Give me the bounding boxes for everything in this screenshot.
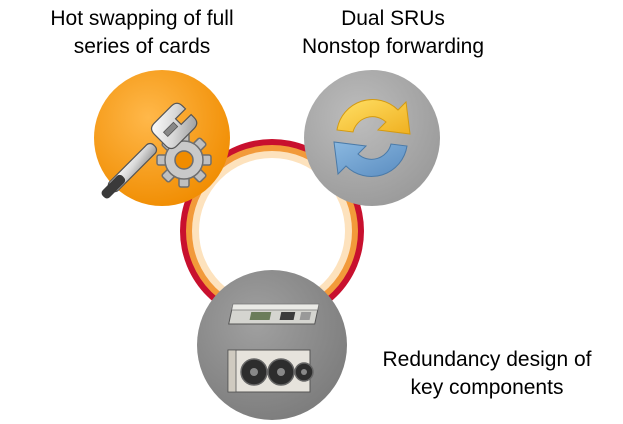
hot-swapping-label: Hot swapping of full series of cards (0, 5, 284, 61)
redundancy-label-line-2: key components (410, 376, 564, 399)
hardware-modules-icon (227, 303, 320, 393)
hot-swapping-label-line-1: Hot swapping of full (50, 7, 234, 30)
refresh-arrows-icon (333, 99, 411, 177)
hot-swapping-label-line-2: series of cards (73, 35, 211, 58)
redundancy-label-line-1: Redundancy design of (382, 348, 592, 371)
redundancy-label: Redundancy design of key components (350, 346, 623, 402)
dual-sru-label-line-1: Dual SRUs (341, 7, 445, 30)
dual-sru-circle (304, 70, 440, 206)
ring-center (199, 158, 345, 304)
dual-sru-label: Dual SRUs Nonstop forwarding (268, 5, 518, 61)
redundancy-circle (197, 270, 347, 420)
hot-swap-circle (94, 70, 230, 206)
wrench-gear-icon (101, 102, 212, 199)
dual-sru-label-line-2: Nonstop forwarding (301, 35, 485, 58)
central-ring (180, 139, 364, 323)
